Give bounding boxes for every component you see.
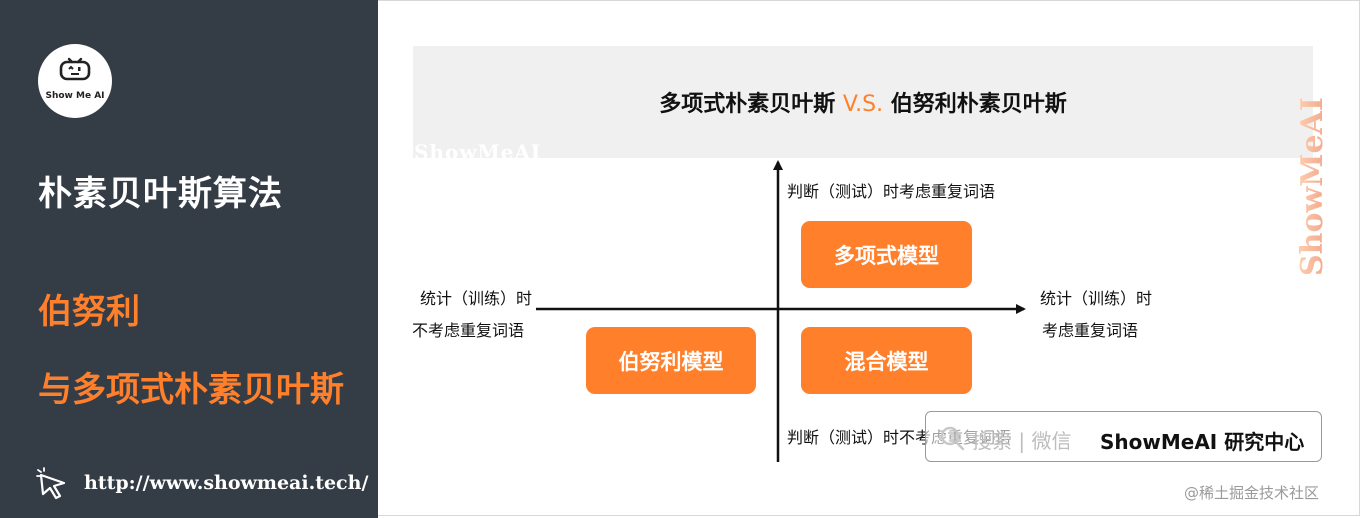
panel-subtitle-line1: 伯努利 (38, 292, 140, 332)
title-left: 多项式朴素贝叶斯 (659, 92, 836, 117)
corner-watermark: @稀土掘金技术社区 (1184, 484, 1320, 502)
panel-subtitle-line2: 与多项式朴素贝叶斯 (38, 370, 344, 410)
wechat-search-watermark: 搜索 | 微信 ShowMeAI 研究中心 (925, 411, 1322, 462)
wechat-account-name: ShowMeAI 研究中心 (1100, 430, 1305, 454)
axis-label-left-line1: 统计（训练）时 (420, 289, 533, 308)
axis-label-top: 判断（测试）时考虑重复词语 (787, 182, 996, 201)
content-frame (378, 0, 1360, 516)
diagram-title: 多项式朴素贝叶斯 V.S. 伯努利朴素贝叶斯 (413, 86, 1313, 118)
axis-label-left-line2: 不考虑重复词语 (412, 321, 525, 340)
logo[interactable]: Show Me AI (38, 44, 112, 118)
vertical-watermark: ShowMeAI (1296, 97, 1328, 276)
wechat-hint: 搜索 | 微信 (972, 429, 1072, 453)
mixed-model-box: 混合模型 (801, 327, 972, 394)
logo-text: Show Me AI (45, 91, 105, 101)
multinomial-model-box: 多项式模型 (801, 221, 972, 288)
svg-text:ShowMeAI: ShowMeAI (1296, 97, 1328, 276)
title-band: 多项式朴素贝叶斯 V.S. 伯努利朴素贝叶斯 (413, 46, 1313, 158)
site-url-link[interactable]: http://www.showmeai.tech/ (84, 472, 369, 494)
band-watermark: ShowMeAI (414, 140, 542, 164)
sidebar-panel: Show Me AI 朴素贝叶斯算法 伯努利 与多项式朴素贝叶斯 http://… (0, 0, 378, 518)
robot-icon (59, 57, 91, 81)
title-vs: V.S. (842, 92, 884, 117)
cursor-click-icon (36, 467, 66, 500)
bernoulli-model-box: 伯努利模型 (586, 327, 756, 394)
panel-title: 朴素贝叶斯算法 (38, 174, 283, 214)
search-icon (940, 426, 965, 451)
axis-label-right-line2: 考虑重复词语 (1042, 321, 1139, 340)
title-right: 伯努利朴素贝叶斯 (890, 92, 1067, 117)
axis-label-right-line1: 统计（训练）时 (1040, 289, 1153, 308)
